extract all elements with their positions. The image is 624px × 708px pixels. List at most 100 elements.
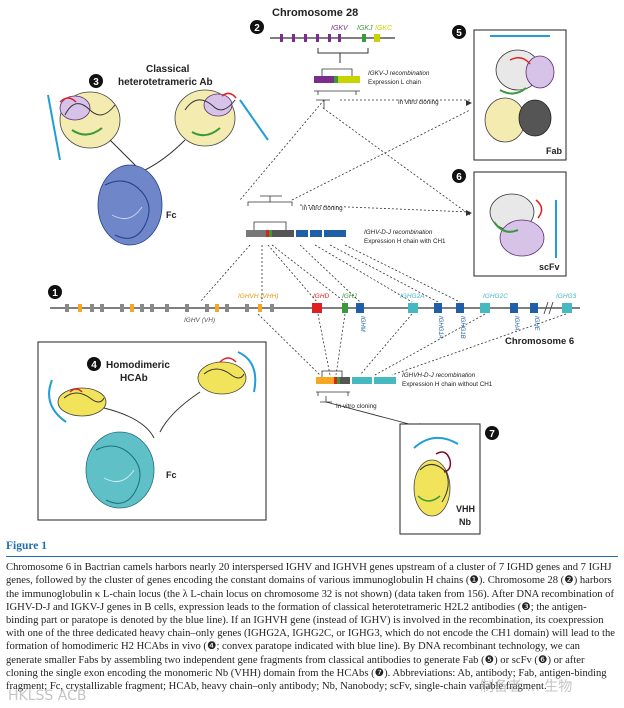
hcab-chain-d [334,377,337,384]
l-chain-sub-bracket [314,90,360,95]
l-chain-down [316,99,330,108]
panel-vhh: 7 VHH Nb [399,423,499,535]
badge-5 [452,25,466,39]
paratope-line-right [239,99,269,141]
igha-block [510,303,518,313]
h-chain-c2 [310,230,322,237]
hcab-paratope-right [237,351,257,393]
badge-4 [87,357,101,371]
ighe-block [530,303,538,313]
ighg3-block [562,303,572,313]
ighd-block [312,303,322,313]
paratope-line-left [47,94,61,161]
hcab-chain-v [316,377,334,384]
classical-fc-label: Fc [166,210,177,220]
vhh-structure [413,451,452,517]
h-chain-j [269,230,272,237]
hcab-chain-splice [321,370,343,377]
h-chain-gap [272,230,294,237]
panel-hcab: 4 Homodimeric HCAb Fc [37,341,267,521]
ighvh-segments [78,304,262,312]
figure-caption: Figure 1 Chromosome 6 in Bactrian camels… [6,540,618,693]
h-chain-d [266,230,269,237]
h-chain-c1 [296,230,308,237]
heavy-chain-recomb: In vitro cloning IGHV-D-J recombination … [246,195,446,245]
badge-6 [452,169,466,183]
igkj-segment [362,34,366,42]
caption-text: Chromosome 6 in Bactrian camels harbors … [6,562,615,693]
ighm-block [356,303,364,313]
ighg1b-block [456,303,464,313]
badge-2-label: 2 [254,23,260,34]
hcab-paratope-left [48,379,67,423]
chr28-bracket [317,48,369,63]
badge-3 [89,74,103,88]
heavy-recomb-expression: Expression H chain with CH1 [364,238,446,245]
cloning-mid-label: In vitro cloning [302,205,343,212]
left-fab-structure [59,91,121,149]
hcab-chain-c2 [374,377,396,384]
fab-box [473,29,567,161]
ighv-segments [65,304,274,312]
chromosome-28-title: Chromosome 28 [272,7,358,19]
hcab-fc-label: Fc [166,470,177,480]
ighd-label: IGHD [313,293,330,300]
ighg1b-label: IGHG1B [459,316,465,339]
chromosome-6-break [543,301,554,315]
hcab-recomb: IGHVH-D-J recombination Expression H cha… [316,370,493,430]
ighe-label: IGHE [533,316,539,332]
caption-rule [6,556,618,558]
hcab-fc-structure [85,431,155,509]
watermark-left: HKLSS ACB [8,688,87,704]
igkv-segments [280,34,341,42]
ighg3-label: IGHG3 [556,293,577,300]
badge-5-label: 5 [456,28,462,39]
l-chain-bar-c [338,76,360,83]
ighg2a-block [408,303,418,313]
hcab-title-1: Homodimeric [106,360,170,371]
h-chain-splice [253,221,287,230]
badge-7 [485,426,499,440]
ighv-vh-label: IGHV (VH) [184,317,215,324]
fab-label: Fab [546,146,563,156]
hcab-chain-c1 [352,377,372,384]
ighg2c-label: IGHG2C [483,293,508,300]
badge-2 [250,20,264,34]
h-chain-top-bracket [247,195,293,206]
right-fab-structure [174,89,237,147]
badge-1-label: 1 [52,288,58,299]
h-chain-c3 [324,230,346,237]
badge-1 [48,285,62,299]
chromosome-6-group: 1 IGHV (VH) IGHVH (VHH) IGHD IGHJ IGHG2A [48,285,580,347]
igkv-label: IGKV [331,25,349,32]
hcab-recomb-expression: Expression H chain without CH1 [402,381,493,388]
ighj-label: IGHJ [342,293,358,300]
l-chain-bar-j [334,76,338,83]
hcab-left-vhh [57,387,107,417]
heavy-recomb-title: IGHV-D-J recombination [364,229,433,236]
hcab-recomb-title: IGHVH-D-J recombination [402,372,476,379]
classical-fc-structure [97,164,163,246]
l-chain-expression-label: Expression L chain [368,79,421,86]
igkv-j-recomb-label: IGKV-J recombination [368,70,430,77]
chromosome-6-title: Chromosome 6 [505,336,574,347]
igkc-label: IGKC [375,25,393,32]
badge-3-label: 3 [93,77,99,88]
badge-4-label: 4 [91,360,97,371]
figure-diagram: 2 Chromosome 28 IGKV IGKJ IGKC IGKV-J re… [37,7,580,535]
cloning-arrow-mid [466,210,472,216]
h-chain-v [246,230,266,237]
cloning-arrow-top [466,100,472,106]
classical-title-1: Classical [146,64,190,75]
ighg1a-block [434,303,442,313]
hcab-hinge [103,391,201,439]
watermark-right: 制备者 ... 生物 [480,679,573,695]
cloning-bottom-label: In vitro cloning [336,403,377,410]
ighvh-vhh-label: IGHVH (VHH) [238,293,278,300]
vhh-paratope [413,437,459,449]
panel-classical-ab: 3 Classical heterotetrameric Ab [47,64,269,246]
ighg1a-label: IGHG1A [437,316,443,339]
caption-title: Figure 1 [6,540,47,552]
classical-title-2: heterotetrameric Ab [118,77,213,88]
panel-scfv: 6 scFv [452,169,567,277]
